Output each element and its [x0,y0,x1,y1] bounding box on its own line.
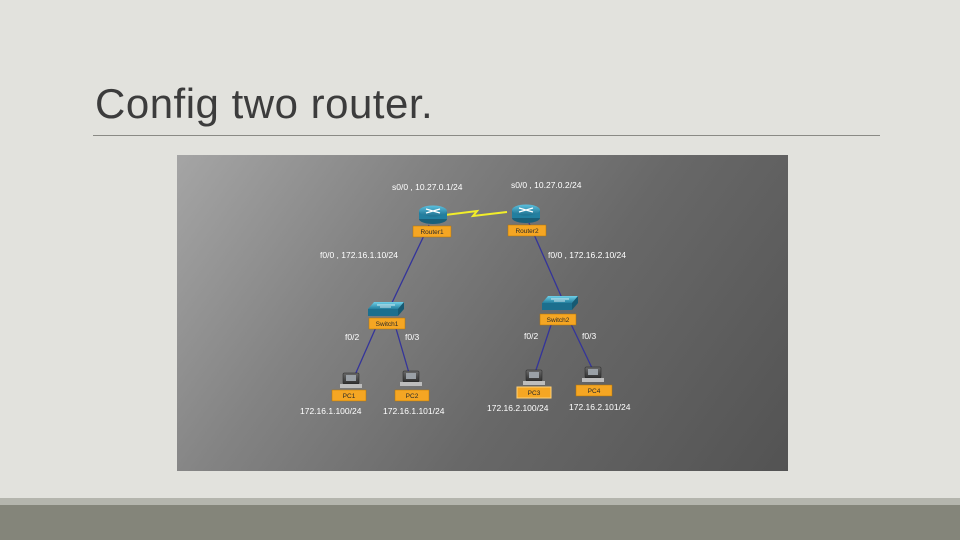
router2-lan-address: f0/0 , 172.16.2.10/24 [548,250,626,260]
network-links [354,209,593,376]
pc2-icon: PC2 [394,370,430,402]
router2-icon: Router2 [507,204,547,237]
switch2-port-f0-2: f0/2 [524,331,538,341]
slide-title: Config two router. [95,80,434,127]
ethernet-link-switch2-pc3 [534,321,553,374]
network-topology-diagram: Router1 Router2 Switch1 Switc [177,155,788,471]
title-underline [93,135,880,136]
pc3-icon: PC3 [516,369,552,399]
router2-serial-address: s0/0 , 10.27.0.2/24 [511,180,582,190]
pc1-label: PC1 [343,393,356,400]
switch1-port-f0-3: f0/3 [405,332,419,342]
router2-label: Router2 [515,228,539,235]
ethernet-link-switch2-pc4 [569,321,593,369]
switch1-label: Switch1 [376,321,399,328]
ethernet-link-router2-switch2 [528,222,566,306]
switch1-icon: Switch1 [368,302,406,330]
router1-label: Router1 [420,229,444,236]
footer-accent-stripe [0,498,960,505]
pc3-ip-address: 172.16.2.100/24 [487,403,549,413]
ethernet-link-switch1-pc1 [354,324,378,376]
ethernet-link-router1-switch1 [388,224,430,310]
router1-icon: Router1 [412,205,452,238]
router1-lan-address: f0/0 , 172.16.1.10/24 [320,250,398,260]
pc4-label: PC4 [588,388,601,395]
pc3-label: PC3 [528,390,541,397]
serial-link [444,209,508,218]
ethernet-link-switch1-pc2 [394,324,410,374]
switch2-label: Switch2 [547,317,570,324]
pc1-icon: PC1 [331,372,367,402]
switch1-port-f0-2: f0/2 [345,332,359,342]
pc2-label: PC2 [406,393,419,400]
router1-serial-address: s0/0 , 10.27.0.1/24 [392,182,463,192]
switch2-icon: Switch2 [539,296,578,326]
pc2-ip-address: 172.16.1.101/24 [383,406,445,416]
footer-bar [0,505,960,540]
pc4-icon: PC4 [575,366,613,397]
address-labels: s0/0 , 10.27.0.1/24 s0/0 , 10.27.0.2/24 … [300,180,631,416]
switch2-port-f0-3: f0/3 [582,331,596,341]
pc4-ip-address: 172.16.2.101/24 [569,402,631,412]
pc1-ip-address: 172.16.1.100/24 [300,406,362,416]
